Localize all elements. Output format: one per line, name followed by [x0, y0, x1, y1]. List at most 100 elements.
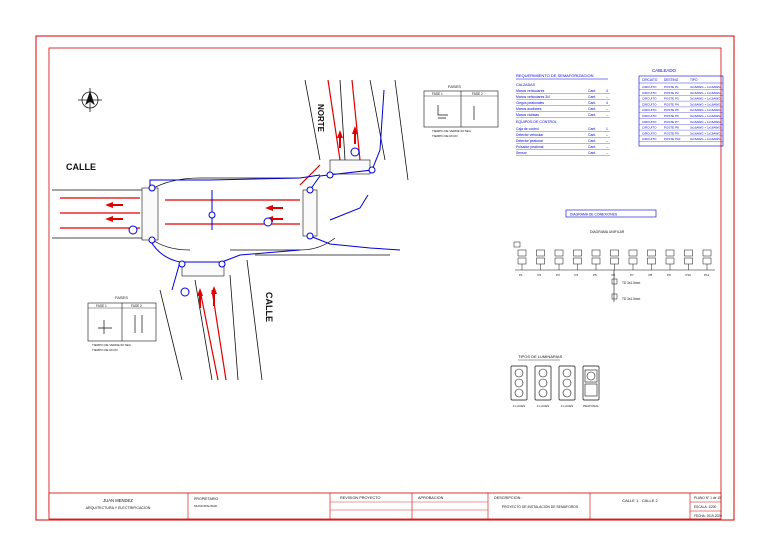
cableado-cell: POSTE P5: [664, 108, 679, 112]
author-name: JUAN MENDEZ: [103, 498, 133, 503]
wiring-pole-box: [647, 249, 656, 257]
phase-bottom-legend-2: TIEMPO DE ROJO: [92, 348, 118, 352]
cableado-cell: 3x16AWG + 1x16AWG: [690, 91, 721, 95]
phase-top-legend-1: TIEMPO DE VERDE 60 SEG: [432, 129, 472, 133]
description-label: DESCRIPCION :: [494, 496, 522, 500]
requirement-row-unit: Cant.: [588, 89, 596, 93]
scale-label: ESCALA: 1/200: [694, 505, 717, 509]
wiring-pole-box: [554, 249, 564, 257]
control-row-item: Caja de control: [516, 127, 539, 131]
sheet-border: [35, 35, 735, 521]
wiring-pole-box: [517, 249, 527, 257]
wiring-pole-label: P1: [519, 273, 523, 277]
cableado-cell: CIRCUITO: [642, 91, 657, 95]
cableado-cell: POSTE P3: [664, 97, 679, 101]
cableado-cell: 3x16AWG + 1x16AWG: [690, 131, 721, 135]
cableado-header: DESTINO: [664, 78, 679, 82]
requirement-row-unit: Cant.: [588, 107, 596, 111]
cableado-cell: CIRCUITO: [642, 114, 657, 118]
cableado-cell: CIRCUITO: [642, 102, 657, 106]
wiring-subtitle: DIAGRAMA UNIFILAR: [590, 230, 625, 234]
street-plan: [52, 79, 409, 381]
lights-title: TIPOS DE LUMINARIAS: [518, 354, 563, 359]
approval-label: APROBACION: [418, 496, 444, 500]
requirements-section-2: EQUIPOS DE CONTROL: [516, 120, 557, 124]
wiring-pole-box: [628, 257, 638, 265]
requirements-section-1: CALZADAS: [516, 83, 536, 87]
phase-top-legend-2: TIEMPO DE ROJO: [432, 134, 458, 138]
phase-diagram-top: FASES FASE 1 FASE 2 TIEMPO DE VERDE 60 S…: [423, 84, 499, 138]
control-row-qty: --: [606, 139, 608, 143]
cableado-cell: 3x16AWG + 1x16AWG: [690, 102, 721, 106]
owner-value: MUNICIPALIDAD: [194, 504, 218, 508]
requirements-title: REQUERIMIENTO DE SEMAFORIZACION: [516, 73, 594, 78]
control-row-unit: Cant.: [588, 151, 596, 155]
wiring-pole-label: P8: [649, 273, 653, 277]
wiring-pole-box: [702, 257, 712, 265]
control-row-unit: Cant.: [588, 127, 596, 131]
requirement-row-item: Manos ciclistas: [516, 113, 539, 117]
light-label: 3 LUCES: [537, 404, 550, 408]
wiring-note-1: TD 3x1.5mm: [622, 281, 641, 285]
wiring-pole-label: P6: [612, 273, 616, 277]
wiring-pole-box: [647, 257, 656, 265]
light-label: 3 LUCES: [513, 404, 526, 408]
wiring-pole-box: [517, 257, 527, 265]
title-block: JUAN MENDEZ ARQUITECTURA Y ELECTRIFICACI…: [48, 492, 722, 520]
wiring-pole-box: [684, 257, 693, 265]
control-row-item: Sensor: [516, 151, 528, 155]
wiring-pole-label: P4: [575, 273, 579, 277]
sheet-number: PLANO N° 1 de 10: [694, 496, 721, 500]
cableado-cell: 3x16AWG + 1x16AWG: [690, 97, 721, 101]
cableado-cell: 3x16AWG + 1x16AWG: [690, 137, 721, 141]
cableado-cell: POSTE P6: [664, 114, 679, 118]
wiring-diagram: DIAGRAMA DE CONEXIONES DIAGRAMA UNIFILAR…: [513, 209, 715, 302]
requirement-row-qty: --: [606, 113, 608, 117]
requirement-row-unit: Cant.: [588, 113, 596, 117]
street-label-calle-left: CALLE: [66, 162, 96, 172]
wiring-pole-box: [665, 257, 675, 265]
control-row-unit: Cant.: [588, 139, 596, 143]
cableado-cell: 3x16AWG + 1x16AWG: [690, 85, 721, 89]
cableado-cell: POSTE P2: [664, 91, 679, 95]
cableado-header: CIRCUITO: [642, 78, 658, 82]
street-label-calle-bottom: CALLE: [264, 292, 274, 322]
traffic-arrows: [105, 126, 358, 308]
date-label: FECHA: 2019-2020: [694, 514, 722, 518]
phase-top-title: FASES: [448, 84, 461, 89]
cableado-header: TIPO: [690, 78, 698, 82]
signal-head-icon: [582, 365, 600, 401]
control-row-qty: --: [606, 151, 608, 155]
requirement-row-qty: --: [606, 107, 608, 111]
requirements-table: REQUERIMIENTO DE SEMAFORIZACION CALZADAS…: [516, 73, 610, 156]
control-row-unit: Cant.: [588, 133, 596, 137]
requirement-row-item: Manos auxiliares: [516, 107, 542, 111]
phase-bottom-label-2: FASE 2: [131, 304, 142, 308]
wiring-pole-box: [684, 249, 693, 257]
wiring-pole-label: P10: [686, 273, 692, 277]
phase-top-label-2: FASE 2: [472, 92, 483, 96]
phase-diagram-bottom: FASES FASE 1 FASE 2 TIEMPO DE VERDE 60 S…: [87, 295, 157, 352]
signal-head-icon: [510, 365, 528, 401]
requirement-row-qty: 4: [606, 89, 608, 93]
requirement-row-item: Ciegos peatonales: [516, 101, 544, 105]
control-row-qty: --: [606, 145, 608, 149]
cableado-cell: 3x16AWG + 1x16AWG: [690, 114, 721, 118]
wiring-pole-label: P3: [556, 273, 560, 277]
wiring-pole-label: P2: [538, 273, 542, 277]
light-label: PEATONAL: [583, 404, 599, 408]
review-label: REVISION PROYECTO: [340, 496, 380, 500]
wiring-pole-box: [591, 257, 601, 265]
cableado-cell: 3x16AWG + 1x16AWG: [690, 120, 721, 124]
signal-poles: [128, 147, 376, 297]
description-value: PROYECTO DE INSTALACION DE SEMAFOROS: [502, 505, 579, 509]
wiring-pole-box: [573, 249, 582, 257]
requirement-row-item: Manos vehiculares 3/4: [516, 95, 550, 99]
control-row-qty: 1: [606, 127, 608, 131]
wiring-note-2: TD 3x1.5mm: [622, 297, 641, 301]
conduit-network: [149, 89, 401, 291]
wiring-pole-box: [702, 249, 712, 257]
location-label: CALLE 1 - CALLE 2: [622, 498, 658, 503]
control-row-unit: Cant.: [588, 145, 596, 149]
